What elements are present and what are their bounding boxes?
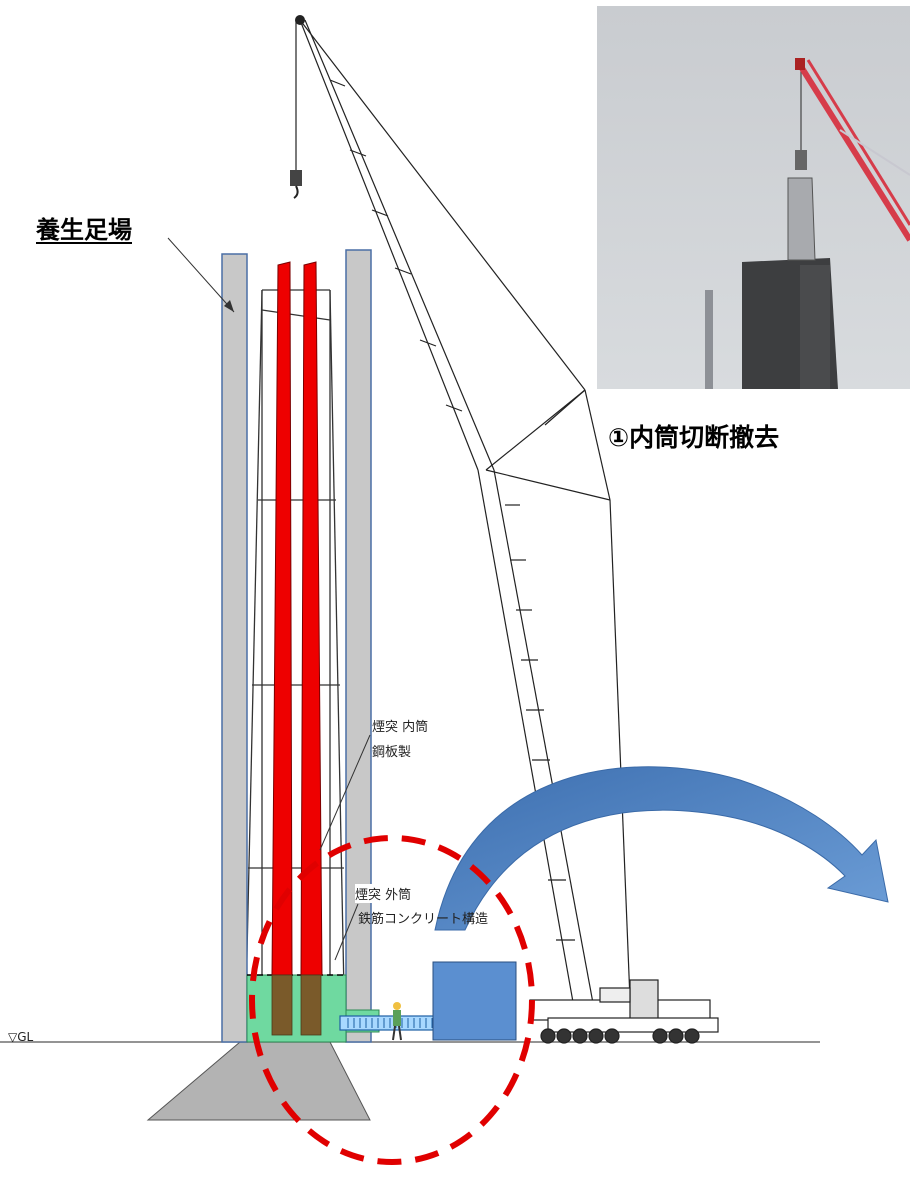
- debris-container: [432, 961, 517, 1041]
- photo-inset: [597, 6, 910, 389]
- scaffold-leader: [167, 237, 235, 313]
- conveyor: [339, 1015, 441, 1031]
- scaffold-label: 養生足場: [36, 216, 132, 244]
- inner-tube-leader: [319, 734, 371, 851]
- inner-tube-material: 鋼板製: [372, 745, 412, 760]
- outer-tube-label: 煙突 外筒: [355, 884, 412, 903]
- crane-hook: [290, 15, 305, 199]
- crane-carrier: [529, 979, 719, 1044]
- cutting-area-highlight: [249, 835, 535, 1165]
- ground-level-label: ▽GL: [8, 1030, 34, 1044]
- inner-tube-right: [300, 261, 323, 1036]
- protective-scaffold: [221, 249, 372, 1043]
- outer-tube: [244, 289, 346, 1043]
- inner-tube-label: 煙突 内筒: [372, 720, 429, 735]
- curved-arrow-icon: [434, 766, 889, 931]
- outer-tube-leader: [334, 903, 359, 961]
- inner-tube-left: [271, 261, 293, 1036]
- photo-caption: ①内筒切断撤去: [608, 423, 780, 452]
- worker-icon: [392, 1002, 402, 1041]
- outer-tube-material: 鉄筋コンクリート構造: [358, 912, 489, 927]
